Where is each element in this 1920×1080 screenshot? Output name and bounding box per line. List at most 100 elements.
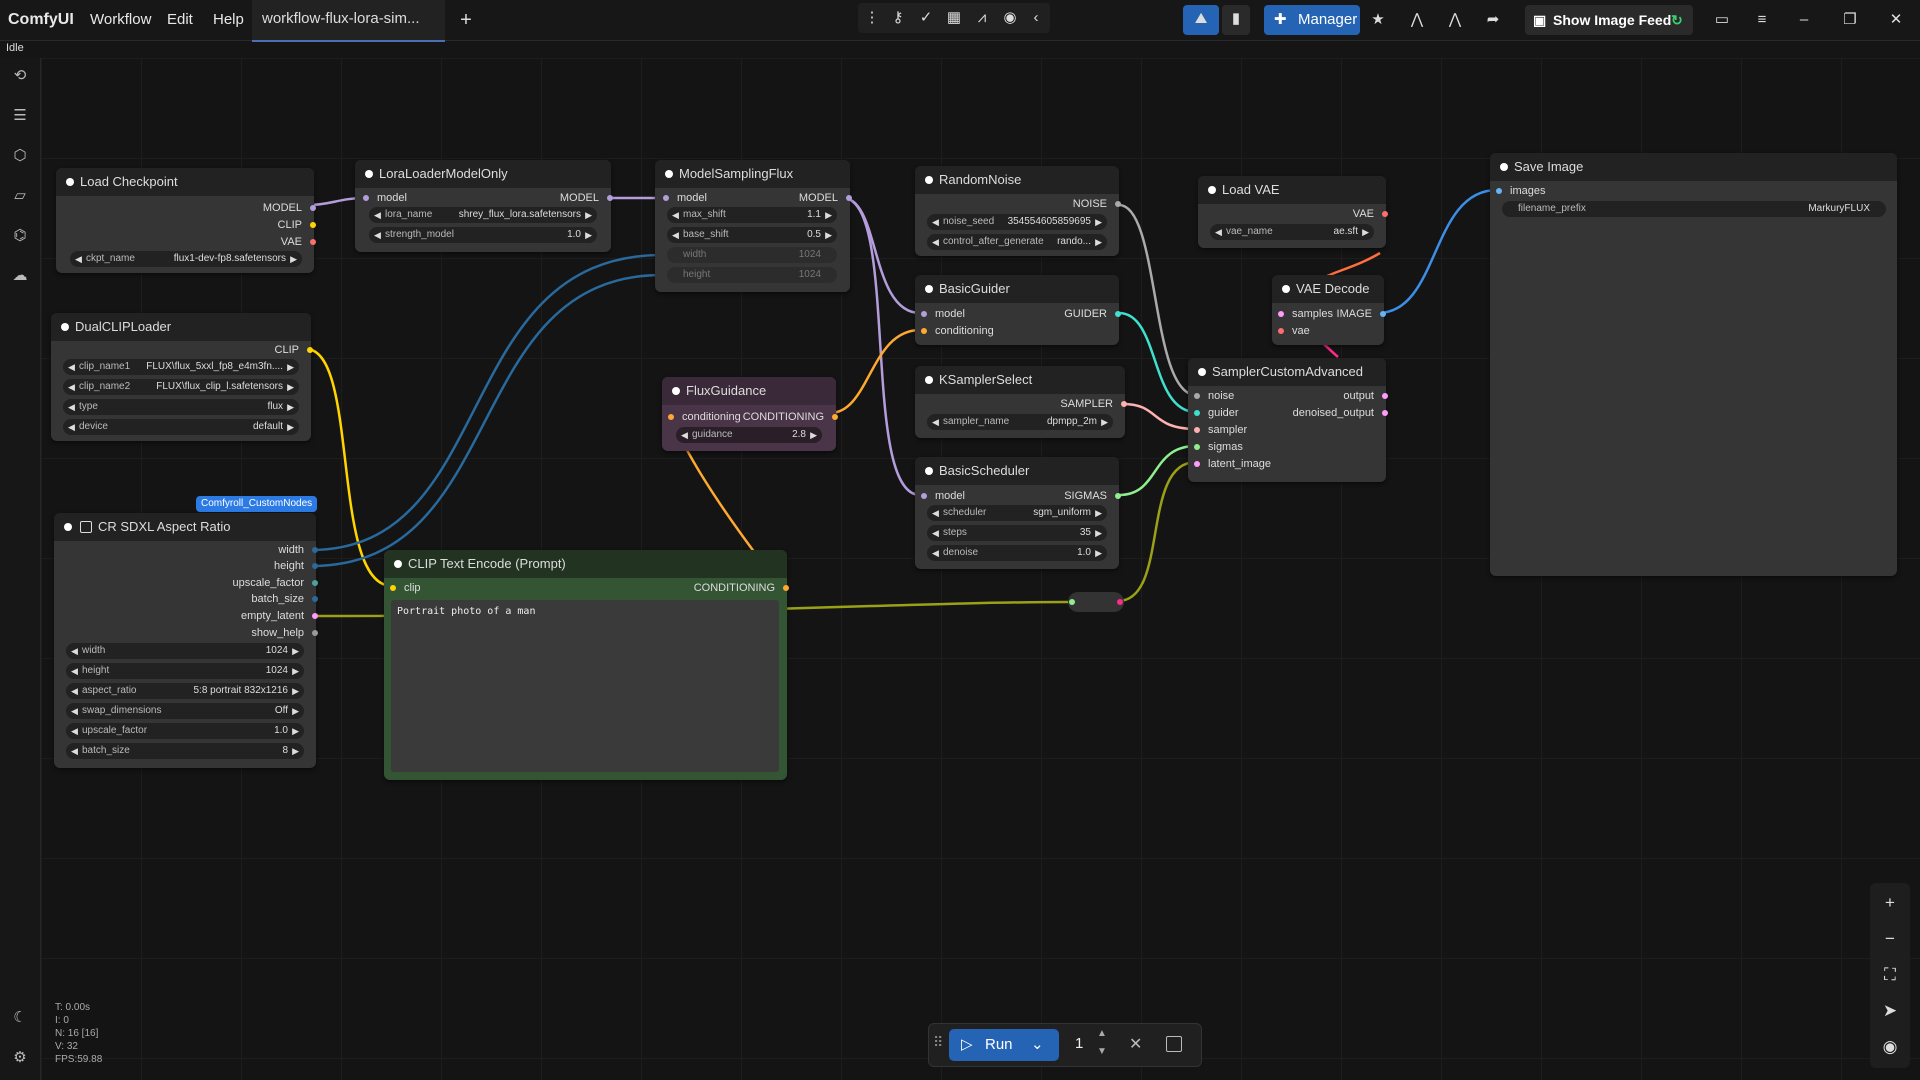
menu-help[interactable]: Help	[213, 11, 244, 28]
output-show-help[interactable]: show_help	[251, 627, 318, 639]
output-sigmas[interactable]: SIGMAS	[1064, 490, 1121, 502]
drag-handle-icon[interactable]: ⠿	[933, 1034, 944, 1050]
show-image-feed-button[interactable]: ▣ Show Image Feed ↻	[1525, 5, 1693, 35]
reroute-output-dot[interactable]	[1117, 599, 1123, 605]
output-empty-latent[interactable]: empty_latent	[241, 610, 318, 622]
output-noise[interactable]: NOISE	[1073, 198, 1121, 210]
input-conditioning[interactable]: conditioning	[668, 411, 741, 423]
check-circle-icon[interactable]: ✓	[919, 9, 933, 26]
minimize-icon[interactable]: –	[1799, 11, 1809, 28]
output-clip[interactable]: CLIP	[275, 344, 313, 356]
menu-edit[interactable]: Edit	[167, 11, 193, 28]
key-icon[interactable]: ⚷	[892, 9, 904, 26]
node-flux-guidance[interactable]: FluxGuidance conditioning CONDITIONING ◀…	[662, 377, 838, 451]
output-conditioning[interactable]: CONDITIONING	[743, 411, 838, 423]
toggle-links-eye-icon[interactable]: ◉	[1882, 1037, 1898, 1056]
node-title[interactable]: CLIP Text Encode (Prompt)	[384, 550, 787, 578]
node-title[interactable]: Load Checkpoint	[56, 168, 314, 196]
input-model[interactable]: model	[363, 192, 407, 204]
run-dropdown-chevron-icon[interactable]: ⌄	[1031, 1036, 1044, 1053]
decrement-icon[interactable]: ▼	[1097, 1046, 1107, 1057]
model-library-icon[interactable]: ⬡	[13, 147, 27, 164]
output-model[interactable]: MODEL	[799, 192, 852, 204]
node-sampler-custom-advanced[interactable]: SamplerCustomAdvanced noise guider sampl…	[1188, 358, 1388, 482]
node-title[interactable]: LoraLoaderModelOnly	[355, 160, 611, 188]
bypass-checkbox-icon[interactable]	[80, 521, 92, 533]
model-manager-icon[interactable]: ⋀	[1410, 11, 1424, 28]
output-vae[interactable]: VAE	[281, 236, 316, 248]
output-height[interactable]: height	[274, 560, 318, 572]
node-title[interactable]: RandomNoise	[915, 166, 1119, 194]
node-basic-guider[interactable]: BasicGuider model conditioning GUIDER	[915, 275, 1121, 345]
grid-icon[interactable]: ▦	[946, 9, 962, 26]
input-samples[interactable]: samples	[1278, 308, 1333, 320]
input-images[interactable]: images	[1496, 185, 1545, 197]
reroute-input-dot[interactable]	[1069, 599, 1075, 605]
stop-queue-icon[interactable]	[1166, 1036, 1182, 1052]
input-guider[interactable]: guider	[1194, 407, 1239, 419]
hamburger-menu-icon[interactable]: ≡	[1757, 11, 1767, 28]
theme-toggle-icon[interactable]: ☾	[13, 1009, 27, 1026]
node-cr-sdxl-aspect-ratio[interactable]: CR SDXL Aspect Ratio width height upscal…	[54, 513, 318, 768]
input-clip[interactable]: clip	[390, 582, 421, 594]
output-output[interactable]: output	[1343, 390, 1388, 402]
output-model[interactable]: MODEL	[560, 192, 613, 204]
output-model[interactable]: MODEL	[263, 202, 316, 214]
new-tab-icon[interactable]: +	[460, 9, 472, 31]
node-title[interactable]: DualCLIPLoader	[51, 313, 311, 341]
share-icon[interactable]: ➦	[1486, 11, 1500, 28]
output-conditioning[interactable]: CONDITIONING	[694, 582, 789, 594]
manager-button[interactable]: ✚ Manager	[1264, 5, 1360, 35]
close-icon[interactable]: ✕	[1889, 11, 1903, 28]
fit-view-icon[interactable]: ⛶	[1884, 965, 1896, 984]
output-vae[interactable]: VAE	[1353, 208, 1388, 220]
folder-icon[interactable]: ▱	[14, 187, 26, 204]
run-button[interactable]: ▷ Run ⌄	[949, 1029, 1059, 1061]
chevron-left-icon[interactable]: ‹	[1033, 9, 1039, 26]
input-model[interactable]: model	[921, 490, 965, 502]
node-title[interactable]: CR SDXL Aspect Ratio	[54, 513, 316, 541]
node-vae-decode[interactable]: VAE Decode samples vae IMAGE	[1272, 275, 1386, 345]
node-library-icon[interactable]: ⌬	[13, 227, 27, 244]
more-options-icon[interactable]: ⋮	[864, 9, 880, 26]
input-latent-image[interactable]: latent_image	[1194, 458, 1271, 470]
node-title[interactable]: ModelSamplingFlux	[655, 160, 850, 188]
input-vae[interactable]: vae	[1278, 325, 1310, 337]
node-lora-loader[interactable]: LoraLoaderModelOnly model MODEL ◀lora_na…	[355, 160, 613, 252]
queue-list-icon[interactable]: ☰	[13, 107, 27, 124]
node-clip-text-encode[interactable]: CLIP Text Encode (Prompt) clip CONDITION…	[384, 550, 789, 780]
settings-gear-icon[interactable]: ⚙	[13, 1049, 27, 1066]
input-model[interactable]: model	[663, 192, 707, 204]
cancel-run-icon[interactable]: ✕	[1129, 1036, 1143, 1053]
node-model-sampling-flux[interactable]: ModelSamplingFlux model MODEL ◀max_shift…	[655, 160, 852, 292]
output-sampler[interactable]: SAMPLER	[1060, 398, 1127, 410]
output-clip[interactable]: CLIP	[278, 219, 316, 231]
restore-icon[interactable]: ❐	[1843, 11, 1857, 28]
reroute-node[interactable]	[1068, 592, 1124, 612]
input-sampler[interactable]: sampler	[1194, 424, 1247, 436]
upload-cloud-icon[interactable]: ☁	[12, 267, 28, 284]
pointer-mode-icon[interactable]: ➤	[1882, 1001, 1898, 1020]
